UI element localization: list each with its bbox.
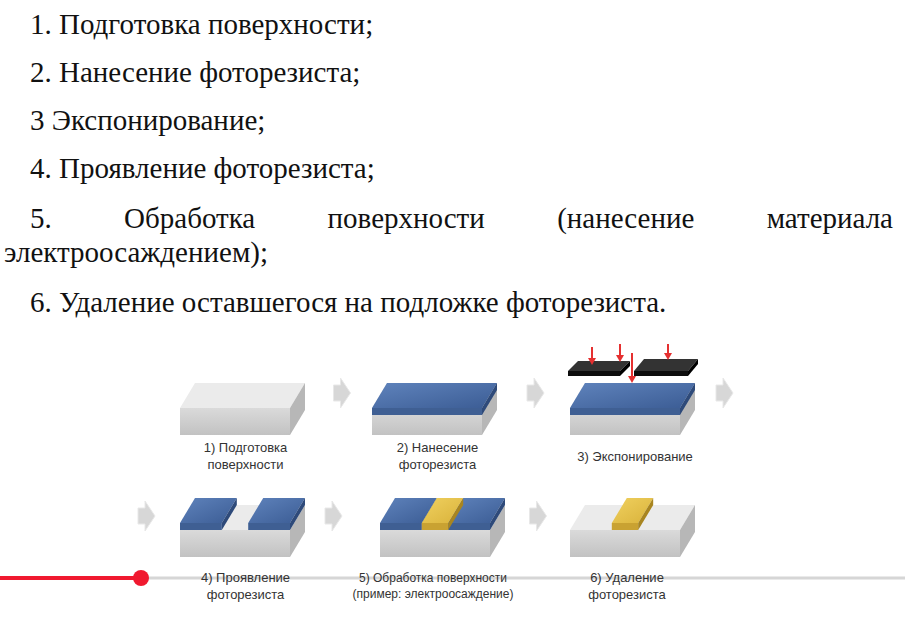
exposure-picture bbox=[568, 361, 630, 371]
resist-picture bbox=[372, 383, 497, 415]
step-caption: 3) Экспонирование bbox=[555, 440, 715, 474]
step-caption: 6) Удаление фоторезиста bbox=[552, 570, 702, 604]
substrate-picture bbox=[180, 383, 305, 435]
list-item: 5. Обработка поверхности (нанесение мате… bbox=[4, 201, 893, 269]
step-arrow bbox=[325, 501, 342, 531]
exposure-picture bbox=[591, 347, 593, 359]
exposure-picture bbox=[619, 344, 621, 356]
step-arrow bbox=[530, 501, 547, 531]
resist-picture bbox=[372, 383, 497, 435]
exposure-picture bbox=[664, 353, 672, 360]
exposure-picture bbox=[667, 344, 669, 354]
step-arrow bbox=[527, 378, 544, 408]
stripped-picture bbox=[570, 498, 695, 557]
step-caption: 5) Обработка поверхности (пример: электр… bbox=[343, 570, 523, 604]
exposure-picture bbox=[634, 371, 688, 376]
process-step: 2) Нанесение фоторезиста bbox=[360, 345, 515, 474]
step-arrow bbox=[334, 378, 351, 408]
process-step: 4) Проявление фоторезиста bbox=[168, 468, 323, 604]
process-step: 6) Удаление фоторезиста bbox=[552, 468, 702, 604]
step-arrow bbox=[716, 378, 733, 408]
list-item: 1. Подготовка поверхности; bbox=[30, 7, 373, 41]
process-step: 3) Экспонирование bbox=[555, 345, 715, 474]
step-arrow bbox=[527, 378, 544, 408]
exposure-picture bbox=[616, 355, 624, 362]
exposure-picture bbox=[570, 383, 695, 435]
exposure-picture bbox=[628, 376, 636, 383]
step-arrow bbox=[325, 501, 342, 531]
list-item: 4. Проявление фоторезиста; bbox=[30, 151, 375, 185]
exposure-picture bbox=[688, 359, 698, 376]
exposure-picture bbox=[631, 353, 633, 377]
list-item: 3 Экспонирование; bbox=[30, 103, 265, 137]
step-arrow bbox=[138, 378, 733, 531]
list-item: 6. Удаление оставшегося на подложке фото… bbox=[30, 285, 666, 319]
electroplating-picture bbox=[380, 498, 505, 557]
developed-picture bbox=[180, 498, 305, 530]
resist-picture bbox=[372, 383, 497, 435]
electroplating-picture bbox=[422, 498, 463, 530]
developed-picture bbox=[180, 498, 305, 557]
step-arrow bbox=[530, 501, 547, 531]
exposure-picture bbox=[568, 371, 620, 376]
exposure-picture bbox=[634, 359, 698, 371]
video-progress-bar bbox=[0, 576, 141, 580]
exposure-picture bbox=[588, 358, 596, 365]
process-step: 5) Обработка поверхности (пример: электр… bbox=[343, 468, 523, 604]
step-caption: 1) Подготовка поверхности bbox=[168, 440, 323, 474]
substrate-picture bbox=[180, 383, 305, 435]
step-arrow bbox=[138, 501, 155, 531]
electroplating-picture bbox=[380, 498, 505, 530]
step-arrow bbox=[334, 378, 351, 408]
process-step: 1) Подготовка поверхности bbox=[168, 345, 323, 474]
step-caption: 2) Нанесение фоторезиста bbox=[360, 440, 515, 474]
step-caption: 4) Проявление фоторезиста bbox=[168, 570, 323, 604]
list-item-line: 5. Обработка поверхности (нанесение мате… bbox=[4, 201, 893, 235]
video-progress-bar bbox=[133, 570, 149, 586]
exposure-picture bbox=[620, 361, 630, 376]
exposure-picture bbox=[568, 344, 698, 435]
exposure-picture bbox=[570, 383, 695, 415]
list-item: 2. Нанесение фоторезиста; bbox=[30, 55, 360, 89]
stripped-picture bbox=[612, 498, 653, 530]
